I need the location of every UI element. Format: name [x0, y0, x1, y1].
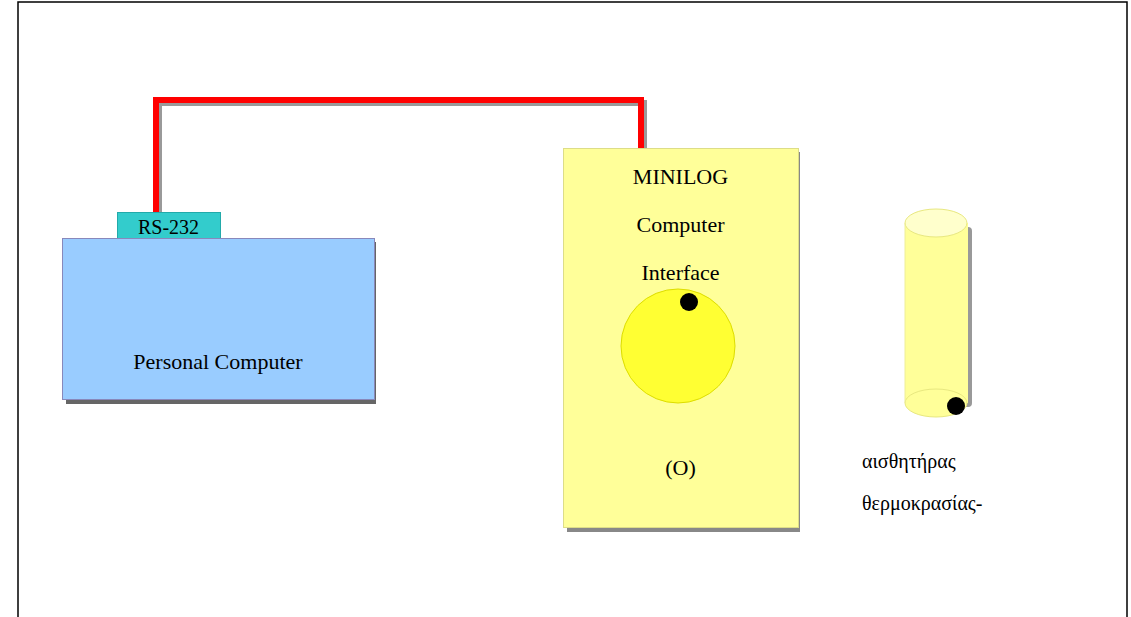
node-text: Personal Computer	[63, 349, 373, 375]
computer-box: Personal Computer	[62, 238, 375, 400]
interface-box: MINILOG Computer Interface (O)	[563, 148, 799, 528]
node-text: RS-232	[118, 215, 219, 239]
temperature-sensor	[905, 209, 972, 417]
node-text: αισθητήρας θερμοκρασίας-	[862, 440, 1012, 524]
frame	[18, 2, 1127, 617]
sensor-label-node: αισθητήρας θερμοκρασίας-	[862, 440, 1022, 530]
node-text: (O)	[564, 455, 797, 481]
node-text: MINILOG Computer Interface	[614, 153, 747, 297]
